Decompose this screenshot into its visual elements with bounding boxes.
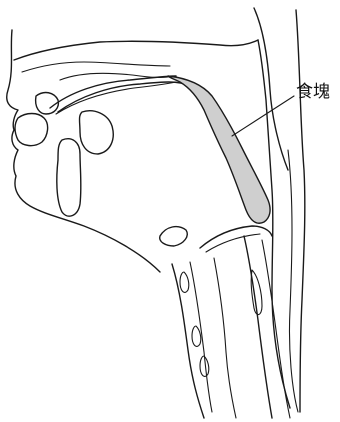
tongue-surface (58, 82, 190, 112)
upper-tooth (36, 93, 59, 114)
epiglottis (200, 226, 272, 248)
cervical-spine (296, 10, 305, 412)
face-profile (7, 30, 160, 272)
bolus-leader-line (232, 96, 294, 136)
maxilla-contour (14, 40, 258, 60)
cartilage-ring-2 (192, 326, 201, 346)
upper-incisor (15, 114, 48, 146)
larynx-front (172, 264, 204, 418)
bolus (168, 76, 270, 223)
neck-back (254, 8, 288, 170)
nasal-cavity (22, 62, 170, 72)
hyoid (160, 227, 188, 246)
spine-anterior (288, 150, 298, 412)
esophagus-front (244, 236, 272, 418)
lower-incisor (57, 139, 81, 216)
nasal-turbinate (60, 73, 172, 80)
lower-tooth (80, 111, 114, 154)
cartilage-ring-1 (180, 272, 189, 292)
vallecula (206, 234, 260, 252)
larynx-inner-back (214, 258, 236, 418)
bolus-label: 食塊 (296, 84, 330, 101)
